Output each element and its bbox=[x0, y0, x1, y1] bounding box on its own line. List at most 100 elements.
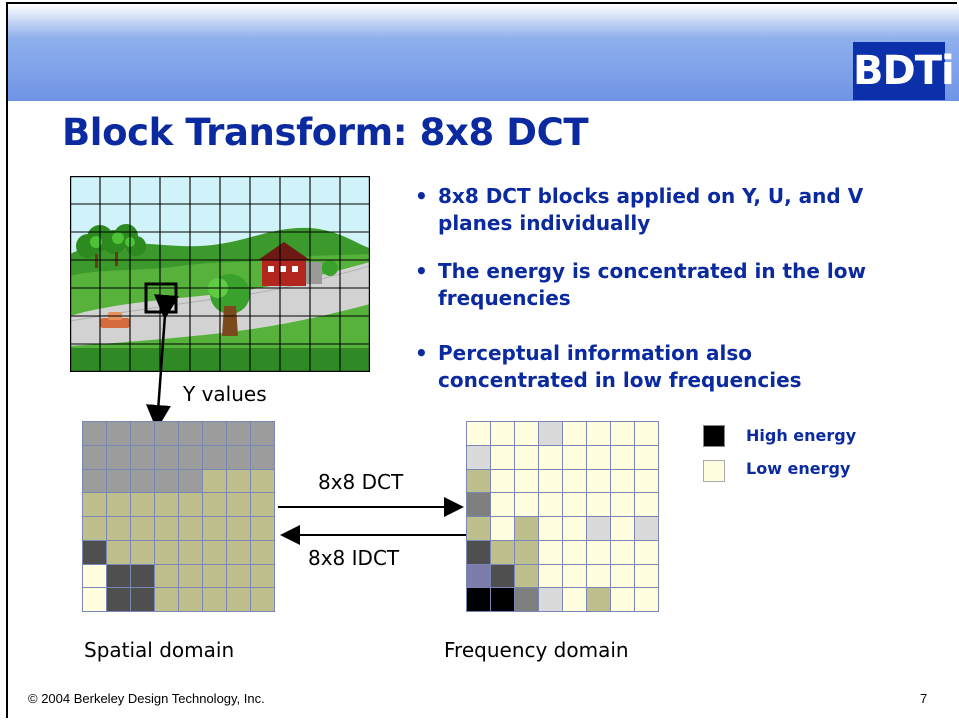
dct-label: 8x8 DCT bbox=[318, 470, 404, 494]
grid-cell bbox=[83, 517, 107, 541]
legend-label-low: Low energy bbox=[746, 459, 851, 478]
grid-cell bbox=[515, 469, 539, 494]
grid-cell bbox=[611, 422, 635, 446]
bullet-text: Perceptual information also concentrated… bbox=[438, 341, 802, 392]
grid-cell bbox=[155, 517, 179, 541]
grid-cell bbox=[515, 540, 539, 565]
grid-cell bbox=[587, 422, 611, 446]
legend-label-high: High energy bbox=[746, 426, 857, 445]
grid-cell bbox=[131, 493, 155, 517]
grid-cell bbox=[587, 469, 611, 494]
grid-cell bbox=[107, 564, 131, 589]
grid-cell bbox=[563, 422, 587, 446]
legend-swatch-high bbox=[703, 425, 725, 447]
grid-cell bbox=[179, 540, 203, 565]
grid-cell bbox=[107, 588, 131, 612]
page-number: 7 bbox=[920, 691, 928, 706]
grid-cell bbox=[491, 540, 515, 565]
grid-cell bbox=[491, 517, 515, 541]
grid-cell bbox=[611, 517, 635, 541]
grid-cell bbox=[587, 445, 611, 470]
grid-cell bbox=[635, 469, 659, 494]
grid-cell bbox=[179, 493, 203, 517]
grid-cell bbox=[179, 422, 203, 446]
grid-cell bbox=[539, 422, 563, 446]
grid-cell bbox=[179, 517, 203, 541]
slide-title: Block Transform: 8x8 DCT bbox=[62, 111, 589, 154]
spatial-domain-grid bbox=[82, 421, 275, 612]
grid-cell bbox=[587, 540, 611, 565]
grid-cell bbox=[251, 588, 275, 612]
grid-cell bbox=[515, 493, 539, 517]
y-values-arrow bbox=[145, 294, 179, 430]
grid-cell bbox=[491, 564, 515, 589]
grid-cell bbox=[635, 540, 659, 565]
grid-cell bbox=[539, 517, 563, 541]
grid-cell bbox=[467, 588, 491, 612]
grid-cell bbox=[155, 493, 179, 517]
grid-cell bbox=[203, 493, 227, 517]
grid-cell bbox=[491, 469, 515, 494]
bullet-text: 8x8 DCT blocks applied on Y, U, and V pl… bbox=[438, 184, 864, 235]
grid-cell bbox=[155, 445, 179, 470]
grid-cell bbox=[107, 422, 131, 446]
grid-cell bbox=[467, 540, 491, 565]
grid-cell bbox=[563, 564, 587, 589]
grid-cell bbox=[251, 564, 275, 589]
grid-cell bbox=[107, 469, 131, 494]
grid-cell bbox=[227, 517, 251, 541]
grid-cell bbox=[131, 540, 155, 565]
grid-cell bbox=[611, 445, 635, 470]
grid-cell bbox=[131, 517, 155, 541]
grid-cell bbox=[635, 588, 659, 612]
grid-cell bbox=[611, 493, 635, 517]
grid-cell bbox=[83, 422, 107, 446]
grid-cell bbox=[179, 588, 203, 612]
grid-cell bbox=[635, 445, 659, 470]
grid-cell bbox=[467, 469, 491, 494]
grid-cell bbox=[107, 445, 131, 470]
landscape-image bbox=[70, 176, 370, 372]
grid-cell bbox=[491, 445, 515, 470]
grid-cell bbox=[227, 540, 251, 565]
grid-cell bbox=[587, 493, 611, 517]
grid-cell bbox=[107, 517, 131, 541]
grid-cell bbox=[179, 445, 203, 470]
grid-cell bbox=[83, 564, 107, 589]
grid-cell bbox=[83, 588, 107, 612]
grid-cell bbox=[203, 469, 227, 494]
grid-cell bbox=[251, 445, 275, 470]
grid-cell bbox=[179, 469, 203, 494]
legend-swatch-low bbox=[703, 460, 725, 482]
slide-frame bbox=[6, 2, 957, 718]
grid-cell bbox=[131, 564, 155, 589]
grid-cell bbox=[155, 564, 179, 589]
grid-cell bbox=[611, 588, 635, 612]
grid-cell bbox=[155, 422, 179, 446]
grid-cell bbox=[539, 469, 563, 494]
grid-cell bbox=[107, 493, 131, 517]
bullet-dot: • bbox=[415, 184, 428, 208]
grid-cell bbox=[467, 422, 491, 446]
bdti-logo: BDTi bbox=[853, 42, 955, 100]
grid-cell bbox=[539, 564, 563, 589]
grid-cell bbox=[227, 445, 251, 470]
header-band bbox=[8, 4, 959, 101]
idct-label: 8x8 IDCT bbox=[308, 546, 400, 570]
grid-cell bbox=[515, 445, 539, 470]
bullet-text: The energy is concentrated in the low fr… bbox=[438, 259, 866, 310]
grid-cell bbox=[563, 493, 587, 517]
grid-cell bbox=[467, 445, 491, 470]
grid-cell bbox=[563, 517, 587, 541]
copyright-text: © 2004 Berkeley Design Technology, Inc. bbox=[28, 691, 265, 706]
grid-cell bbox=[491, 588, 515, 612]
bullet-1: • 8x8 DCT blocks applied on Y, U, and V … bbox=[415, 183, 885, 239]
grid-cell bbox=[227, 422, 251, 446]
grid-cell bbox=[131, 469, 155, 494]
grid-cell bbox=[251, 422, 275, 446]
grid-cell bbox=[83, 493, 107, 517]
grid-cell bbox=[227, 493, 251, 517]
frequency-domain-label: Frequency domain bbox=[444, 638, 629, 662]
grid-cell bbox=[179, 564, 203, 589]
grid-cell bbox=[155, 588, 179, 612]
